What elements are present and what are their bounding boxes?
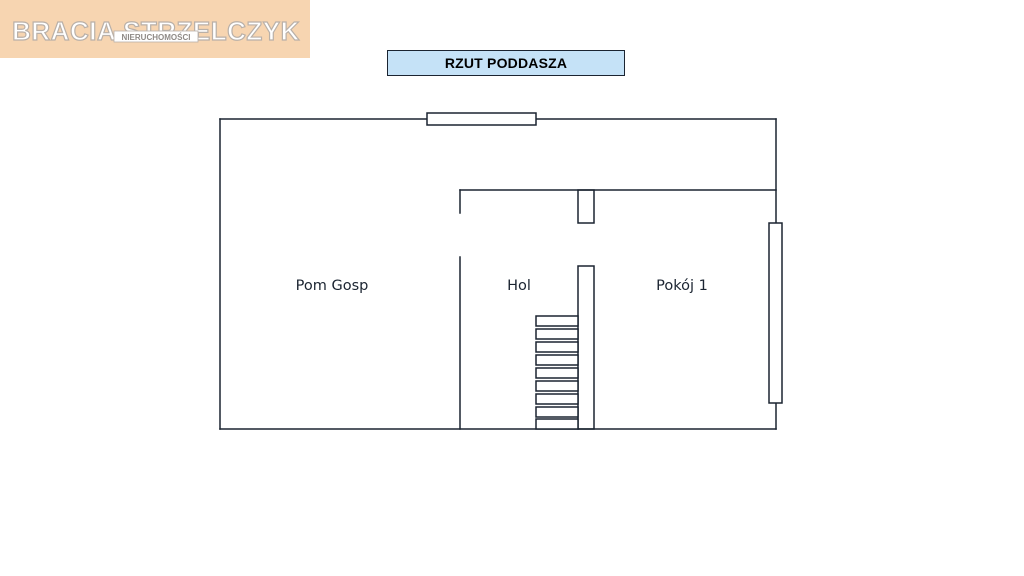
plan-title-box: RZUT PODDASZA [387,50,625,76]
logo-banner [0,0,310,58]
logo-tagline-text: NIERUCHOMOŚCI [122,33,191,42]
stair-step [535,393,579,405]
inner-wall-right-stub [577,189,595,224]
stair-step [535,354,579,366]
stair-step [535,367,579,379]
stair-step [535,328,579,340]
logo-tagline-bg [113,30,199,43]
plan-title: RZUT PODDASZA [444,55,568,71]
window-top [426,112,537,126]
stair-step [535,406,579,418]
inner-wall-right-lower [577,265,595,430]
window-right [768,222,783,404]
staircase [535,315,579,430]
company-logo: BRACIA STRZELCZYK NIERUCHOMOŚCI [12,15,300,46]
stair-step [535,380,579,392]
room-label-hol: Hol [507,278,531,294]
room-label-pom-gosp: Pom Gosp [296,278,369,294]
stair-step [535,315,579,327]
stair-step [535,418,579,430]
room-label-pokoj-1: Pokój 1 [656,278,708,294]
stair-step [535,341,579,353]
